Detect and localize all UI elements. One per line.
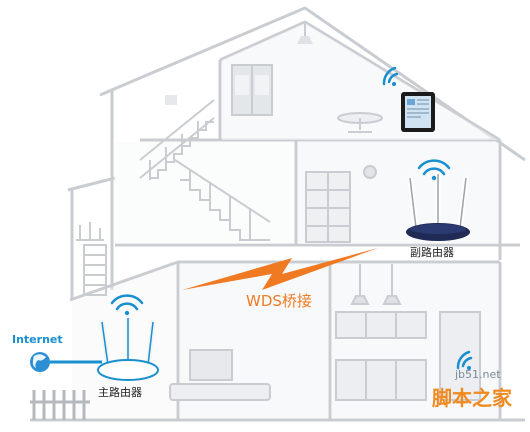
tablet-icon	[401, 92, 435, 132]
internet-label: Internet	[12, 333, 63, 346]
sub-router-icon	[406, 171, 470, 241]
annex-table	[76, 222, 104, 241]
room-fills	[72, 23, 498, 418]
pendant-lamps	[350, 264, 402, 305]
globe-icon	[30, 352, 50, 372]
staircase	[139, 99, 271, 241]
side-ladder	[83, 244, 107, 296]
ceiling-lamp	[297, 22, 313, 44]
bookshelf	[305, 171, 351, 243]
top-table	[337, 112, 383, 133]
garden-fence	[30, 390, 90, 420]
wifi-icon-tablet	[382, 66, 399, 86]
wds-bridge-label: WDS桥接	[246, 292, 312, 310]
wifi-icon-sub-router	[417, 159, 451, 181]
tv-cabinet	[169, 349, 271, 401]
kitchen-cabinets	[335, 311, 481, 401]
wall-frame-top	[165, 95, 177, 105]
wifi-icon-main-router	[110, 294, 144, 316]
wds-lightning-bolt	[182, 248, 378, 290]
wall-clock	[363, 165, 377, 179]
wifi-icon-ground-room	[456, 350, 473, 370]
watermark-site: jb51.net	[455, 368, 501, 381]
main-router-icon	[97, 315, 159, 381]
watermark-name: 脚本之家	[432, 386, 512, 410]
wardrobe	[231, 64, 273, 116]
main-router-label: 主路由器	[98, 386, 142, 399]
sub-router-label: 副路由器	[410, 246, 454, 259]
